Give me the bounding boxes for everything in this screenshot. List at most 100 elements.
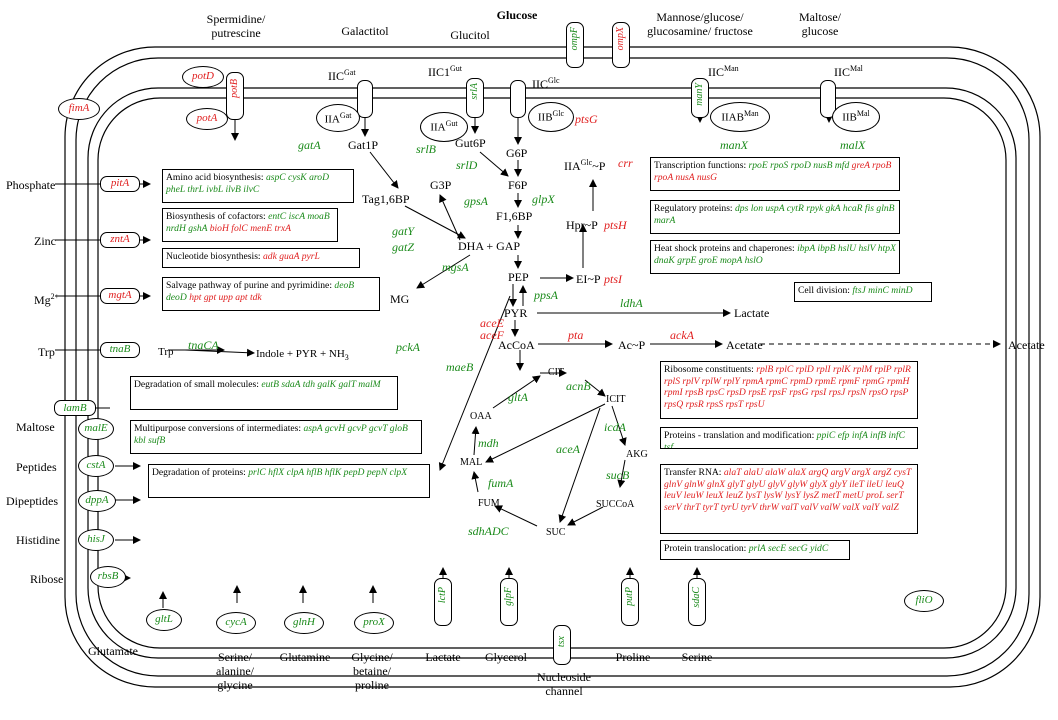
metabolite-lactate: Lactate [734,306,770,320]
zntA-transporter: zntA [100,232,140,248]
box-degradation-small-molecules: Degradation of small molecules: eutB sda… [130,376,398,410]
iiab-man: IIABMan [710,102,770,132]
enzyme-ptsI: ptsI [604,272,622,286]
fliO-protein: fliO [904,590,944,612]
metabolite-tag16bp: Tag1,6BP [362,192,410,206]
iic1-gut-label: IIC1Gut [428,64,462,79]
enzyme-gpsA: gpsA [464,194,488,208]
mgtA-transporter: mgtA [100,288,140,304]
box-amino-acid-biosynthesis: Amino acid biosynthesis: aspC cysK aroD … [162,169,354,203]
label-histidine: Histidine [16,533,60,547]
metabolite-ei-p: EI~P [576,272,601,286]
metabolite-suc: SUC [546,527,566,538]
sdaC-channel: sdaC [688,578,706,626]
label-phosphate: Phosphate [6,178,56,192]
label-maltose: Maltose [16,420,55,434]
ompX-channel: ompX [612,22,630,68]
metabolite-hpr-p: Hpr~P [566,218,598,232]
metabolite-f16bp: F1,6BP [496,209,533,223]
box-translation-modification: Proteins - translation and modification:… [660,427,918,449]
box-protein-translocation: Protein translocation: prlA secE secG yi… [660,540,850,560]
putP-channel: putP [621,578,639,626]
box-cofactor-biosynthesis: Biosynthesis of cofactors: entC iscA moa… [162,208,338,242]
metabolite-accoa: AcCoA [498,338,535,352]
enzyme-crr: crr [618,156,633,170]
fimA-protein: fimA [58,98,100,120]
enzyme-mgsA: mgsA [442,260,469,274]
label-serine-alanine-glycine: Serine/ alanine/ glycine [216,650,254,692]
iia-gut: IIAGut [420,112,468,142]
box-multipurpose-conversions: Multipurpose conversions of intermediate… [130,420,422,454]
enzyme-aceF: aceF [480,328,504,342]
metabolite-cit: CIT [548,367,565,378]
iib-glc: IIBGlc [528,102,574,132]
pitA-transporter: pitA [100,176,140,192]
metabolite-iia-glc-p: IIAGlc~P [564,158,606,173]
enzyme-ackA: ackA [670,328,694,342]
enzyme-gatZ: gatZ [392,240,415,254]
dppA-protein: dppA [78,490,116,512]
enzyme-gatY: gatY [392,224,415,238]
enzyme-srlD: srlD [456,158,478,172]
metabolite-acp: Ac~P [618,338,646,352]
hisJ-protein: hisJ [78,529,114,551]
enzyme-pckA: pckA [396,340,420,354]
ptsG-label: ptsG [575,112,598,126]
metabolite-mal: MAL [460,457,483,468]
label-mannose: Mannose/glucose/ glucosamine/ fructose [647,10,753,38]
srlB-label: srlB [416,142,437,156]
box-salvage-pathway: Salvage pathway of purine and pyrimidine… [162,277,380,311]
rbsB-protein: rbsB [90,566,126,588]
label-dipeptides: Dipeptides [6,494,58,508]
label-peptides: Peptides [16,460,57,474]
label-mg: Mg2+ [34,292,60,307]
tnaB-transporter: tnaB [100,342,140,358]
metabolite-dha-gap: DHA + GAP [458,239,521,253]
metabolite-mg: MG [390,292,410,306]
enzyme-acnB: acnB [566,379,591,393]
metabolite-fum: FUM [478,498,500,509]
label-nucleoside-channel: Nucleoside channel [537,670,591,698]
label-glycine-betaine-proline: Glycine/ betaine/ proline [351,650,393,692]
metabolite-succoa: SUCCoA [596,499,635,510]
metabolite-f6p: F6P [508,178,528,192]
lamB-protein: lamB [54,400,96,416]
label-glycerol: Glycerol [485,650,527,664]
glnH-protein: glnH [284,612,324,634]
metabolite-indole-pyr-nh3: Indole + PYR + NH3 [256,348,349,363]
enzyme-glpX: glpX [532,192,555,206]
box-nucleotide-biosynthesis: Nucleotide biosynthesis: adk guaA pyrL [162,248,360,268]
box-degradation-proteins: Degradation of proteins: prlC hflX clpA … [148,464,430,498]
tsx-channel: tsx [553,625,571,665]
glpF-channel: glpF [500,578,518,626]
enzyme-icdA: icdA [604,420,626,434]
label-proline: Proline [615,650,651,664]
ompF-channel: ompF [566,22,584,68]
gatA-label: gatA [298,138,321,152]
label-galactitol: Galactitol [341,24,389,38]
label-glutamine: Glutamine [279,650,331,664]
potD-protein: potD [182,66,224,88]
label-ribose: Ribose [30,572,64,586]
enzyme-fumA: fumA [488,476,514,490]
metabolite-acetate: Acetate [726,338,763,352]
iic-glc-label: IICGlc [532,76,560,91]
iic-mal-label: IICMal [834,64,863,79]
enzyme-ppsA: ppsA [534,288,558,302]
manY-channel: manY [691,78,709,118]
metabolite-pep: PEP [508,270,529,284]
metabolite-oaa: OAA [470,411,492,422]
iic-mal-channel [820,80,836,118]
enzyme-sucB: sucB [606,468,630,482]
box-heat-shock-proteins: Heat shock proteins and chaperones: ibpA… [650,240,900,274]
gltL-protein: gltL [146,609,182,631]
iic-glc-channel [510,80,526,118]
box-transcription-functions: Transcription functions: rpoE rpoS rpoD … [650,157,900,191]
iia-gat: IIAGat [316,104,360,132]
metabolite-pyr: PYR [504,306,528,320]
label-glucose: Glucose [496,8,538,22]
metabolite-icit: ICIT [606,394,626,405]
enzyme-aceA: aceA [556,442,580,456]
box-cell-division: Cell division: ftsJ minC minD [794,282,932,302]
